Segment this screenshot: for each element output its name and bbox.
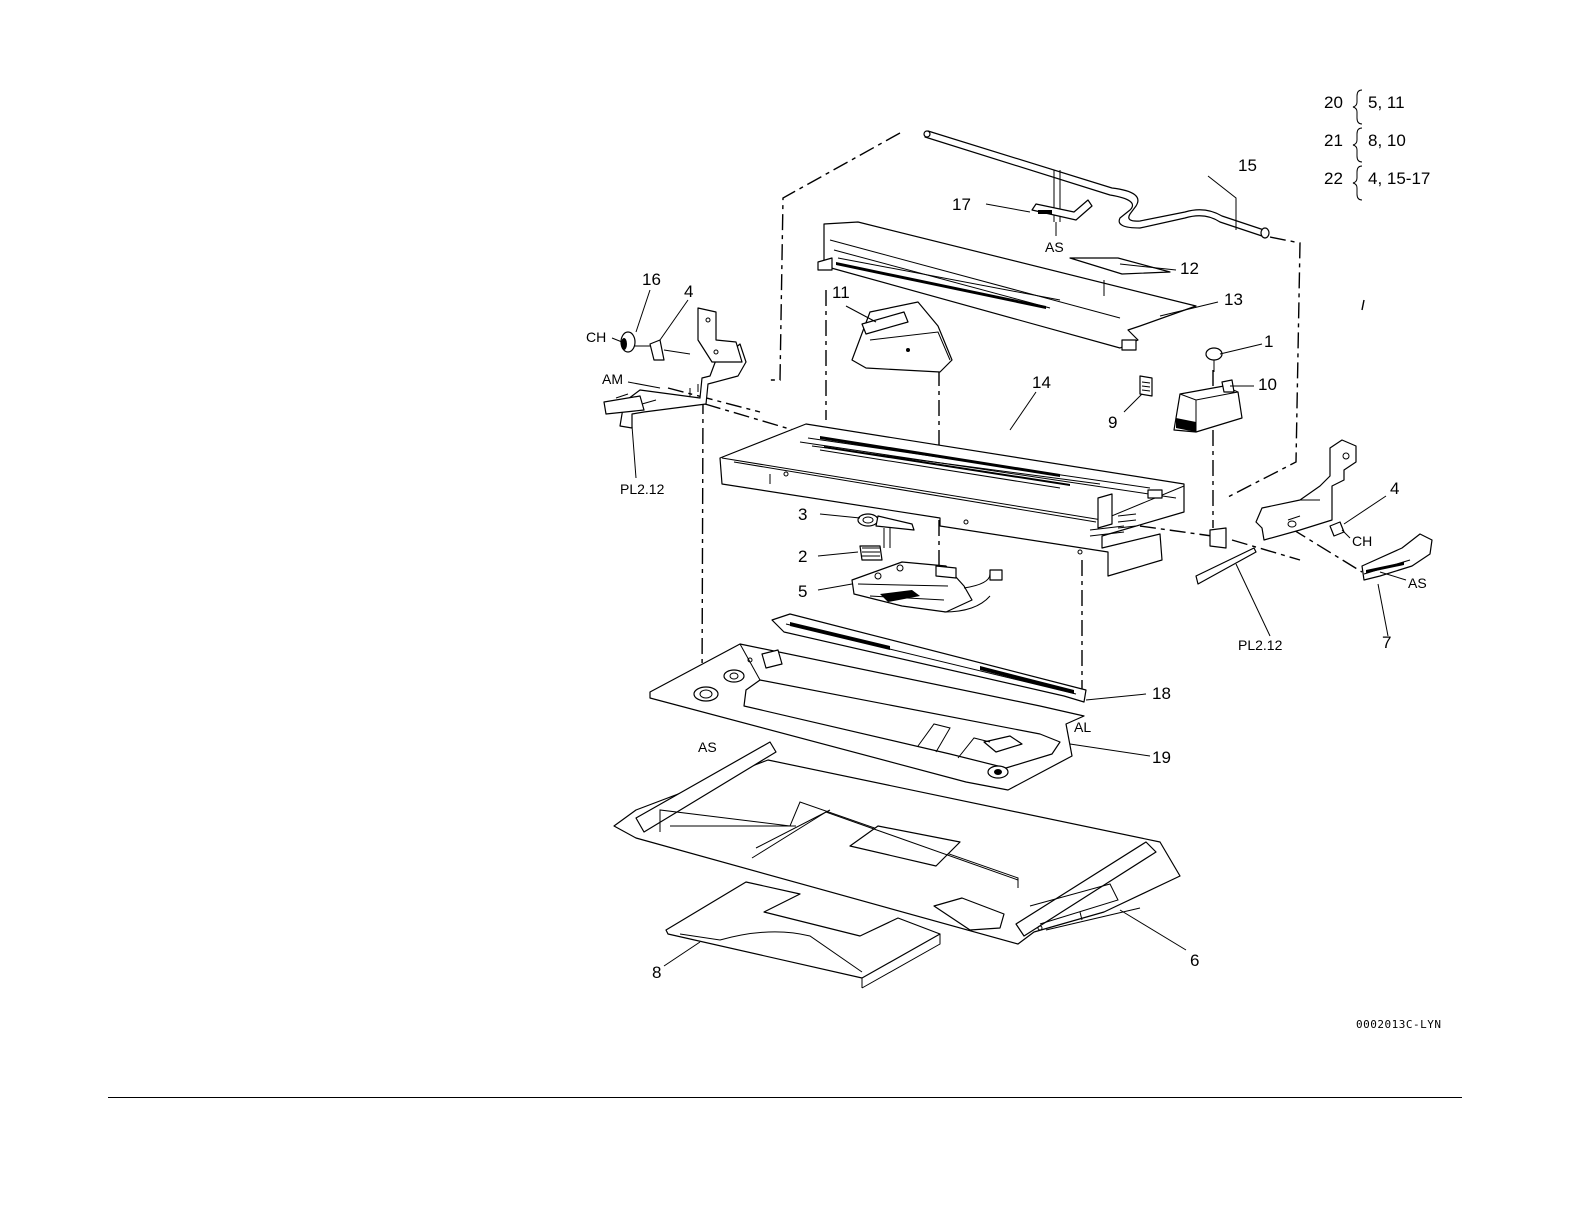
ref-as-bottom: AS	[698, 739, 717, 755]
thumbscrew-part-1	[1206, 348, 1222, 372]
ref-as-right: AS	[1408, 575, 1427, 591]
brace-icon	[1353, 128, 1362, 162]
callout-3: 3	[798, 505, 807, 524]
base-plate-part-19	[650, 644, 1084, 790]
kit-number: 22	[1324, 169, 1343, 188]
kit-number: 20	[1324, 93, 1343, 112]
brace-icon	[1353, 90, 1362, 124]
ref-pl-right: PL2.12	[1238, 637, 1283, 653]
callout-5: 5	[798, 582, 807, 601]
callout-8: 8	[652, 963, 661, 982]
kit-legend: 20 5, 11 21 8, 10 22 4, 15-17	[1324, 90, 1430, 200]
ref-ch-left: CH	[586, 329, 606, 345]
kit-parts: 8, 10	[1368, 131, 1406, 150]
ref-ch-right: CH	[1352, 533, 1372, 549]
clip-part-9	[1140, 376, 1152, 396]
footer-divider	[108, 1097, 1462, 1098]
cover-part-10	[1174, 380, 1242, 432]
drawing-code: 0002013C-LYN	[1356, 1018, 1441, 1031]
guide-part-11	[852, 302, 952, 372]
callout-11: 11	[832, 283, 850, 302]
ref-pl-left: PL2.12	[620, 481, 665, 497]
callout-1: 1	[1264, 332, 1273, 351]
callout-9: 9	[1108, 413, 1117, 432]
ref-as-top: AS	[1045, 239, 1064, 255]
label-part-12	[1070, 258, 1170, 274]
callout-17: 17	[952, 195, 971, 214]
callout-14: 14	[1032, 373, 1051, 392]
callout-12: 12	[1180, 259, 1199, 278]
callout-18: 18	[1152, 684, 1171, 703]
callout-15: 15	[1238, 156, 1257, 175]
callout-16: 16	[642, 270, 661, 289]
callout-2: 2	[798, 547, 807, 566]
callout-10: 10	[1258, 375, 1277, 394]
left-bracket-part-4-16	[604, 308, 746, 428]
callout-4-left: 4	[684, 282, 693, 301]
brace-icon	[1353, 166, 1362, 200]
ref-al: AL	[1074, 719, 1091, 735]
callout-7: 7	[1382, 633, 1391, 652]
callout-4-right: 4	[1390, 479, 1399, 498]
kit-parts: 4, 15-17	[1368, 169, 1430, 188]
rod-part-15	[924, 131, 1269, 238]
callout-6: 6	[1190, 951, 1199, 970]
kit-parts: 5, 11	[1368, 93, 1405, 112]
tray-frame-part-14	[720, 424, 1184, 576]
callout-19: 19	[1152, 748, 1171, 767]
right-bracket-part-4	[1210, 440, 1356, 548]
callout-13: 13	[1224, 290, 1243, 309]
kit-number: 21	[1324, 131, 1343, 150]
strip-pl2-12	[1196, 548, 1256, 584]
ref-am: AM	[602, 371, 623, 387]
bracket-part-7	[1362, 534, 1432, 580]
assembly-lines	[668, 133, 1364, 690]
